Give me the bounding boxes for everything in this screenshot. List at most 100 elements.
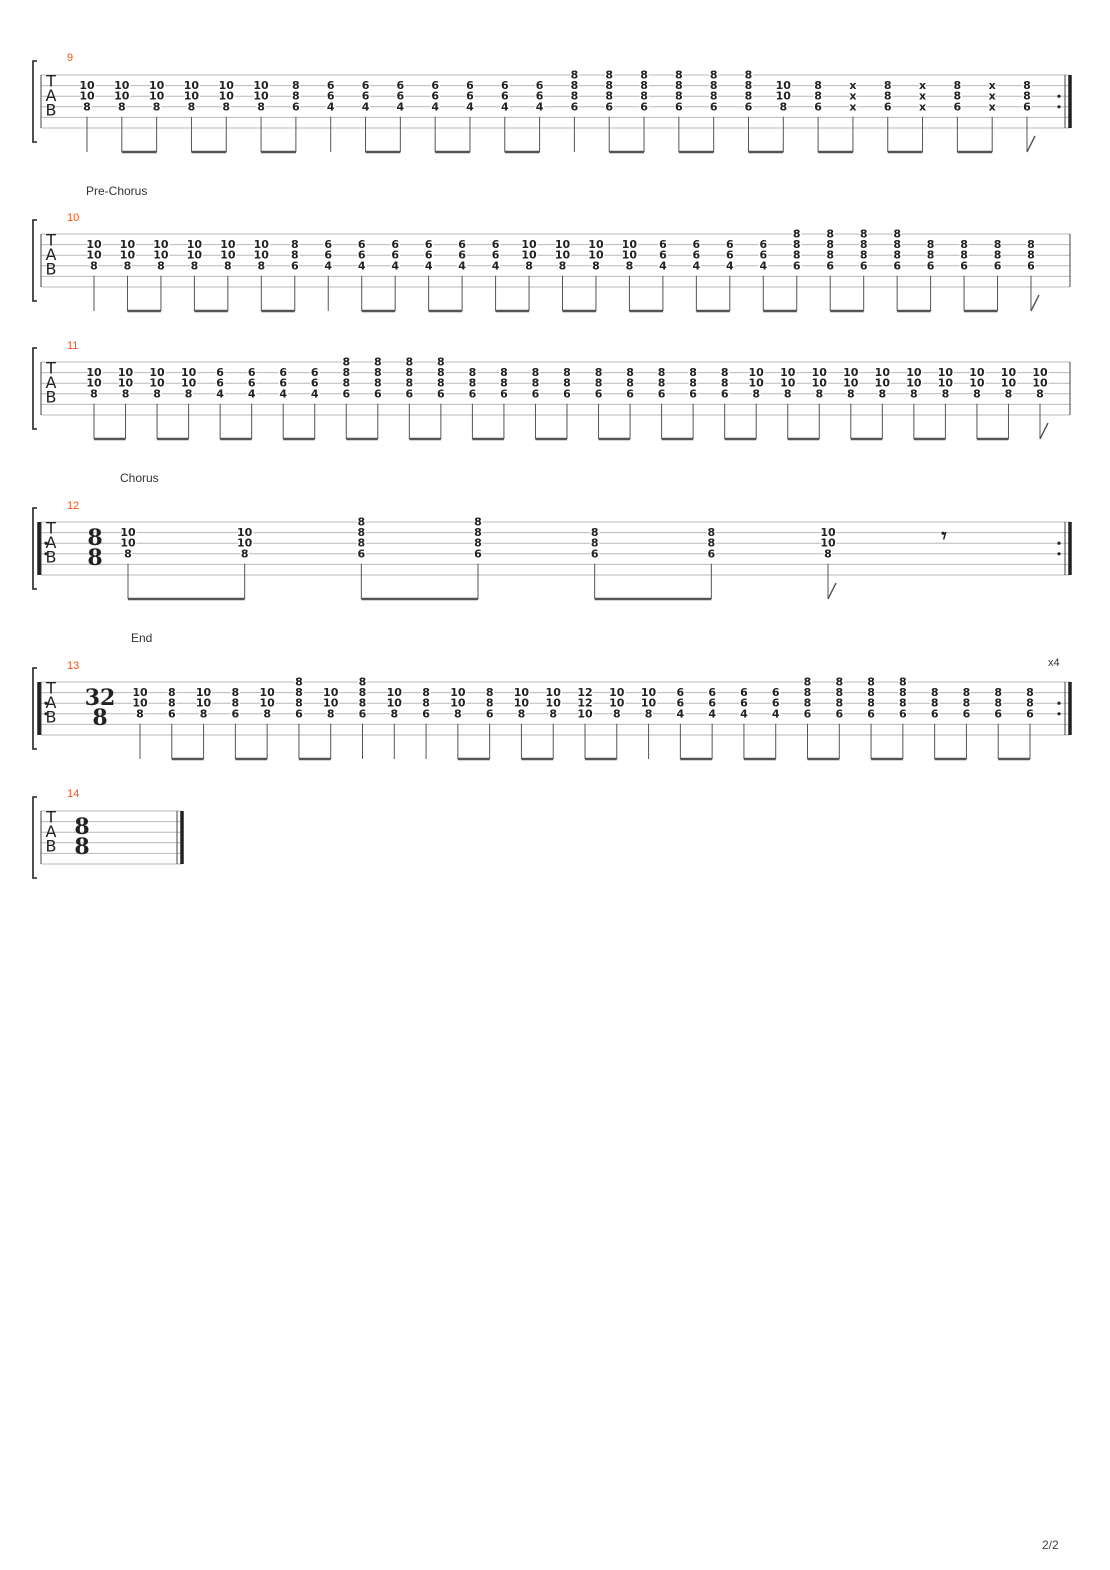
fret-number: 6 [860,259,868,272]
fret-number: 8 [710,79,718,92]
fret-number: 8 [595,377,603,390]
fret-number: 10 [153,249,169,262]
fret-number: 10 [546,697,562,710]
fret-number: 6 [358,547,366,560]
fret-number: 4 [397,100,405,113]
fret-number: 6 [327,79,335,92]
fret-number: 10 [149,366,165,379]
fret-number: 10 [780,377,796,390]
fret-number: 4 [362,100,370,113]
fret-number: 6 [362,90,370,103]
time-signature-numerator: 8 [74,814,89,840]
fret-number: 8 [745,69,753,82]
fret-number: 8 [605,90,613,103]
fret-number: 10 [323,697,339,710]
fret-number: 6 [327,90,335,103]
fret-number: 8 [804,686,812,699]
fret-number: 10 [555,249,571,262]
fret-number: x [849,100,856,113]
fret-number: 8 [153,100,161,113]
fret-number: 8 [793,228,801,241]
fret-number: 8 [168,697,176,710]
fret-number: 8 [860,238,868,251]
fret-number: 8 [1027,249,1035,262]
fret-number: 10 [555,238,571,251]
fret-number: 10 [546,686,562,699]
fret-number: 4 [248,387,256,400]
fret-number: 8 [563,377,571,390]
system-bracket [32,667,37,750]
fret-number: 6 [324,249,332,262]
fret-number: 8 [835,697,843,710]
fret-number: 6 [658,387,666,400]
fret-number: 6 [311,377,319,390]
fret-number: 8 [814,90,822,103]
eighth-flag [1030,294,1040,312]
fret-number: 12 [577,697,592,710]
fret-number: 6 [216,366,224,379]
fret-number: 8 [532,366,540,379]
tab-clef-letter: B [46,837,57,856]
fret-number: 6 [772,697,780,710]
eighth-flag [1039,422,1049,440]
fret-number: 8 [645,707,653,720]
fret-number: 10 [187,249,203,262]
fret-number: 10 [86,366,102,379]
fret-number: 10 [577,707,593,720]
fret-number: 6 [899,707,907,720]
fret-number: 6 [458,249,466,262]
fret-number: 8 [257,259,265,272]
fret-number: 8 [359,676,367,689]
fret-number: 10 [1001,366,1017,379]
fret-number: 10 [79,79,95,92]
fret-number: 10 [609,697,625,710]
fret-number: 6 [406,387,414,400]
fret-number: 4 [391,259,399,272]
fret-number: 8 [745,79,753,92]
fret-number: 10 [843,366,859,379]
fret-number: 6 [994,259,1002,272]
fret-number: 6 [391,249,399,262]
fret-number: 4 [708,707,716,720]
fret-number: 10 [387,697,403,710]
fret-number: 8 [815,387,823,400]
fret-number: 8 [826,238,834,251]
page-number: 2/2 [1042,1538,1059,1552]
fret-number: 8 [893,238,901,251]
fret-number: 8 [232,697,240,710]
fret-number: 6 [248,366,256,379]
fret-number: 8 [994,697,1002,710]
fret-number: 8 [549,707,557,720]
system-bracket [32,219,37,302]
fret-number: 8 [295,676,303,689]
fret-number: 4 [311,387,319,400]
fret-number: 8 [899,686,907,699]
eighth-flag [827,582,837,600]
fret-number: 6 [835,707,843,720]
fret-number: 8 [860,228,868,241]
fret-number: 6 [536,79,544,92]
fret-number: 8 [358,516,366,529]
fret-number: 8 [358,526,366,539]
fret-number: 8 [263,707,271,720]
fret-number: 8 [927,238,935,251]
fret-number: 6 [595,387,603,400]
tab-clef-letter: B [46,260,57,279]
fret-number: x [989,79,996,92]
fret-number: x [849,79,856,92]
fret-number: 10 [181,377,197,390]
fret-number: 10 [938,366,954,379]
fret-number: 10 [132,686,148,699]
fret-number: 8 [708,537,716,550]
fret-number: 6 [693,249,701,262]
bar-number: 13 [67,660,79,672]
fret-number: 8 [474,516,482,529]
fret-number: 10 [906,377,922,390]
fret-number: 6 [291,259,299,272]
fret-number: 8 [469,377,477,390]
fret-number: 8 [241,547,249,560]
fret-number: 8 [675,90,683,103]
fret-number: 10 [450,686,466,699]
fret-number: 8 [532,377,540,390]
fret-number: 8 [592,259,600,272]
